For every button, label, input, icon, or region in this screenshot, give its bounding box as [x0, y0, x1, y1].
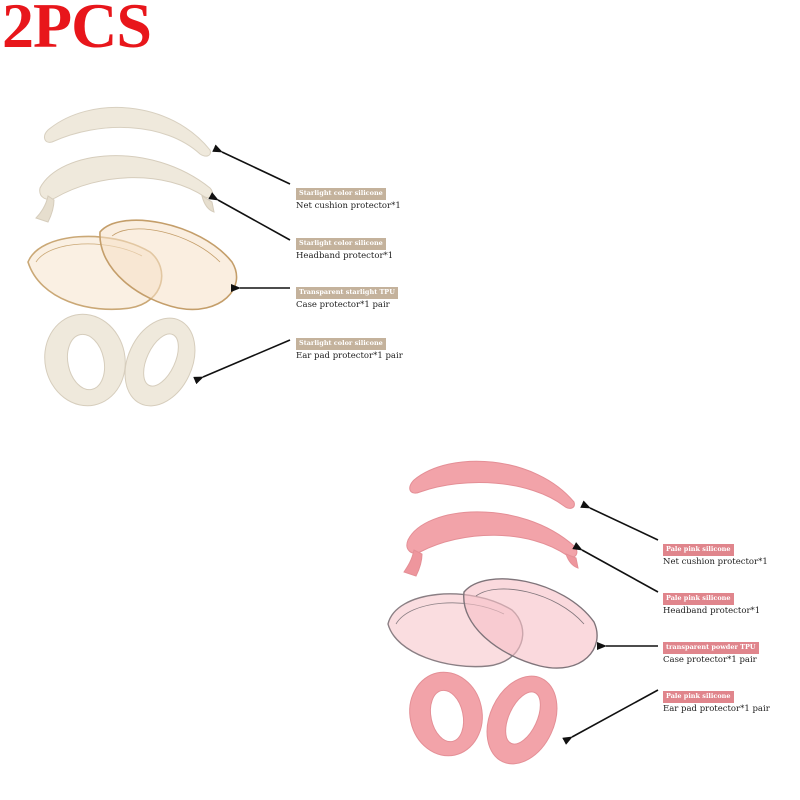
callout-pink-ear-pad: Pale pink silicone Ear pad protector*1 p…: [663, 685, 770, 713]
callout-starlight-net-cushion: Starlight color silicone Net cushion pro…: [296, 182, 401, 210]
part-description: Ear pad protector*1 pair: [663, 703, 770, 714]
material-tag: Starlight color silicone: [296, 238, 386, 250]
callout-pink-net-cushion: Pale pink silicone Net cushion protector…: [663, 538, 768, 566]
material-tag: Transparent starlight TPU: [296, 287, 398, 299]
material-tag: transparent powder TPU: [663, 642, 759, 654]
pink-net-cushion-protector: [409, 460, 575, 509]
callout-pink-headband: Pale pink silicone Headband protector*1: [663, 587, 760, 615]
part-description: Ear pad protector*1 pair: [296, 350, 403, 361]
callout-starlight-case: Transparent starlight TPU Case protector…: [296, 281, 398, 309]
starlight-net-cushion-protector: [44, 107, 211, 157]
pink-pointer-arrows: [562, 500, 659, 745]
part-description: Headband protector*1: [296, 250, 394, 261]
pink-headband-protector: [403, 511, 579, 577]
material-tag: Starlight color silicone: [296, 188, 386, 200]
part-description: Net cushion protector*1: [663, 556, 768, 567]
callout-starlight-ear-pad: Starlight color silicone Ear pad protect…: [296, 332, 403, 360]
starlight-pointer-arrows: [193, 144, 291, 385]
starlight-case-protector-pair: [27, 219, 238, 311]
starlight-headband-protector: [35, 155, 215, 223]
material-tag: Starlight color silicone: [296, 338, 386, 350]
part-description: Case protector*1 pair: [296, 299, 390, 310]
material-tag: Pale pink silicone: [663, 593, 734, 605]
material-tag: Pale pink silicone: [663, 691, 734, 703]
part-description: Net cushion protector*1: [296, 200, 401, 211]
headline-2pcs: 2PCS: [2, 0, 152, 61]
pink-case-protector-pair: [387, 578, 598, 669]
material-tag: Pale pink silicone: [663, 544, 734, 556]
starlight-ear-pad-protector-pair: [44, 313, 196, 407]
pink-ear-pad-protector-pair: [409, 671, 558, 765]
callout-starlight-headband: Starlight color silicone Headband protec…: [296, 232, 393, 260]
callout-pink-case: transparent powder TPU Case protector*1 …: [663, 636, 759, 664]
part-description: Headband protector*1: [663, 605, 761, 616]
part-description: Case protector*1 pair: [663, 654, 757, 665]
